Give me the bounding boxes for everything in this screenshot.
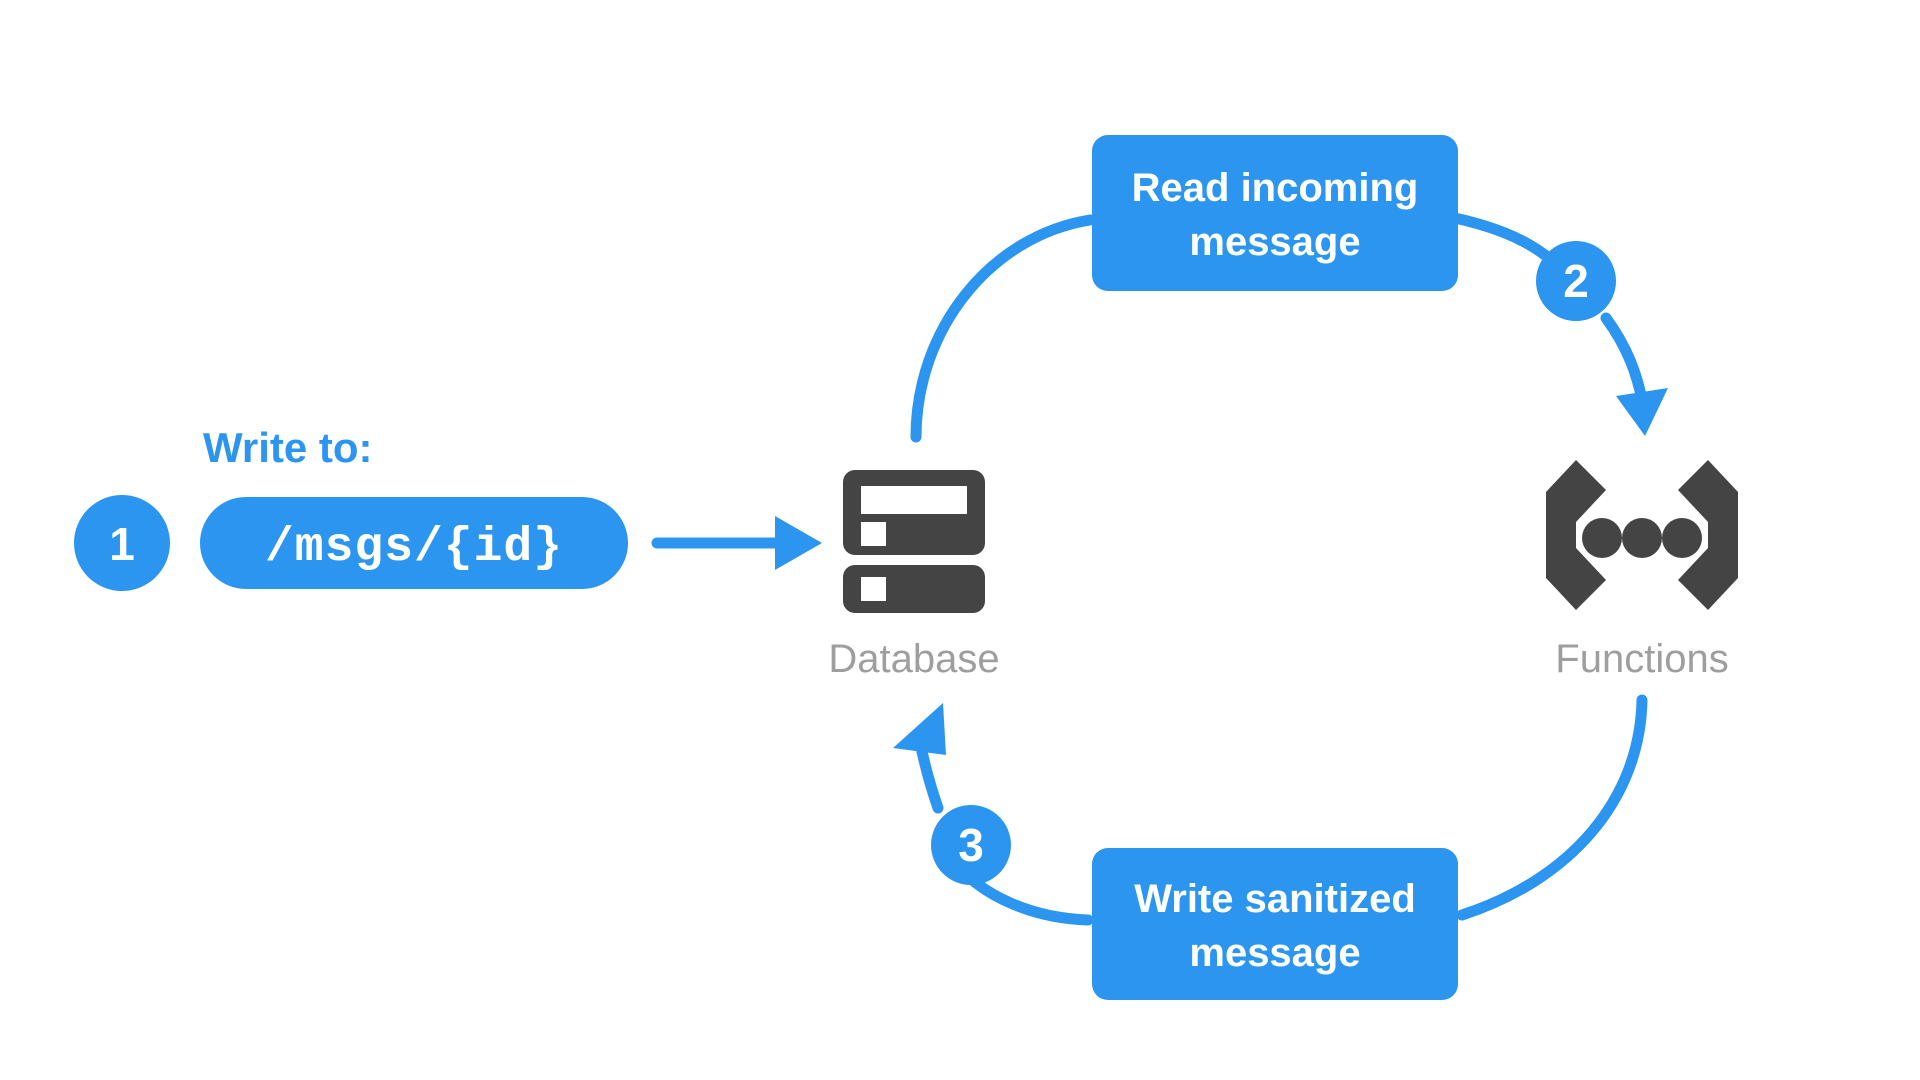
database-label: Database: [828, 637, 999, 681]
box-background: [1092, 135, 1458, 291]
box-line-1: Write sanitized: [1134, 877, 1416, 921]
database-icon-bottom-led: [861, 577, 886, 601]
node-database[interactable]: Database: [828, 470, 1000, 681]
badge-number: 2: [1563, 255, 1589, 307]
arrowhead: [1616, 388, 1668, 436]
step-badge-1: 1: [74, 495, 170, 591]
badge-circle: [1536, 241, 1616, 321]
badge-circle: [931, 805, 1011, 885]
box-read-incoming-message[interactable]: Read incoming message: [1092, 135, 1458, 291]
box-write-sanitized-message[interactable]: Write sanitized message: [1092, 848, 1458, 1000]
step-badge-2: 2: [1536, 241, 1616, 321]
functions-label: Functions: [1555, 637, 1728, 681]
functions-left-bracket: [1546, 460, 1606, 610]
functions-dot-2: [1622, 518, 1662, 558]
connector-database-to-read-box: [910, 214, 1096, 443]
arrowhead: [775, 516, 822, 570]
database-icon-top-bar: [861, 486, 967, 514]
node-functions[interactable]: Functions: [1546, 460, 1738, 681]
badge-number: 1: [109, 518, 135, 570]
box-line-2: message: [1189, 931, 1360, 975]
connector-curve-out: [1600, 312, 1648, 406]
path-pill-label: /msgs/{id}: [265, 521, 563, 575]
connector-pill-to-database: [651, 516, 822, 570]
functions-dot-1: [1582, 518, 1622, 558]
arrowhead: [893, 703, 946, 755]
box-line-2: message: [1189, 220, 1360, 264]
path-pill[interactable]: /msgs/{id}: [200, 497, 628, 589]
database-icon: [843, 470, 985, 613]
box-background: [1092, 848, 1458, 1000]
connector-functions-to-write-box: [1456, 694, 1648, 921]
box-line-1: Read incoming: [1132, 166, 1419, 210]
step-badge-3: 3: [931, 805, 1011, 885]
database-icon-top-led: [861, 522, 886, 546]
path-pill-background: [200, 497, 628, 589]
functions-dot-3: [1662, 518, 1702, 558]
badge-number: 3: [958, 819, 984, 871]
functions-brackets-icon: [1546, 460, 1738, 610]
write-to-label: Write to:: [203, 424, 373, 471]
badge-circle: [74, 495, 170, 591]
functions-right-bracket: [1678, 460, 1738, 610]
